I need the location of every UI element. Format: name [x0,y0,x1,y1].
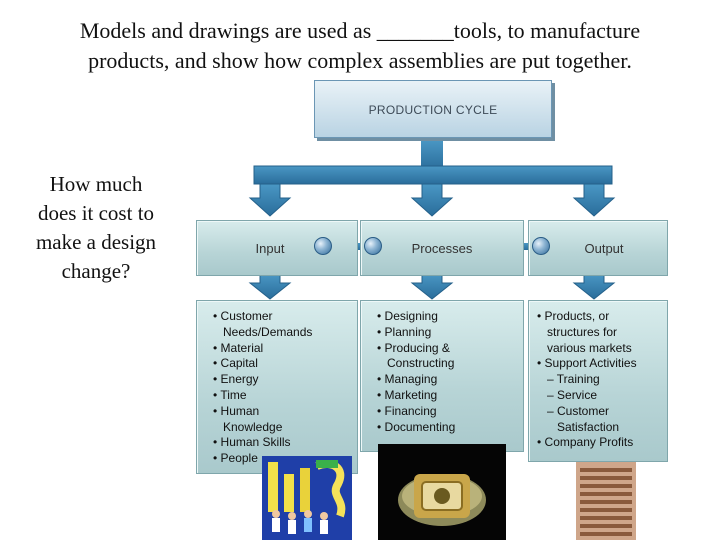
list-item: – Service [537,387,598,402]
output-header-box: Output [528,220,668,276]
arrow-to-output [572,183,616,217]
list-item: Knowledge [213,419,283,434]
output-header-label: Output [584,241,624,256]
list-item: • Support Activities [537,356,637,371]
production-cycle-label: PRODUCTION CYCLE [368,103,498,117]
list-item: • Producing & [377,340,450,355]
list-item: Constructing [377,356,455,371]
list-item: • Company Profits [537,435,634,450]
connector-node-1 [314,237,332,255]
list-item: – Training [537,372,600,387]
list-item: • Planning [377,324,432,339]
connector-node-2 [364,237,382,255]
arrow-processes-list [410,273,454,300]
list-item: • Documenting [377,419,456,434]
money-watch-photo [378,444,506,540]
list-item: • Managing [377,372,438,387]
connector-node-3 [532,237,550,255]
input-header-label: Input [255,241,285,256]
list-item: • Customer [213,309,273,323]
input-list: • Customer Needs/Demands • Material • Ca… [213,309,357,467]
list-item: • Products, or [537,309,610,323]
money-stack-photo [576,462,636,540]
arrow-output-list [572,273,616,300]
input-header-box: Input [196,220,358,276]
list-item: • People [213,451,258,466]
list-item: Needs/Demands [213,324,313,339]
production-cycle-box: PRODUCTION CYCLE [314,80,552,138]
people-chart-clipart [262,456,352,540]
slide-title-line-2: products, and show how complex assemblie… [88,48,632,73]
list-item: • Human Skills [213,435,291,450]
processes-header-label: Processes [411,241,473,256]
arrow-input-list [248,273,292,300]
list-item: • Designing [377,309,438,323]
arrow-to-processes [410,183,454,217]
stem-arrow [421,140,443,170]
list-item: various markets [537,340,632,355]
question-text: How much does it cost to make a design c… [35,172,157,283]
list-item: – Customer [537,403,610,418]
list-item: • Marketing [377,387,438,402]
output-list: • Products, or structures for various ma… [537,309,667,451]
slide-title: Models and drawings are used as _______t… [30,16,690,76]
list-item: Satisfaction [537,419,620,434]
processes-header-box: Processes [360,220,524,276]
list-item: structures for [537,324,618,339]
list-item: • Material [213,340,264,355]
input-list-box: • Customer Needs/Demands • Material • Ca… [196,300,358,474]
list-item: • Capital [213,356,258,371]
processes-list-box: • Designing • Planning • Producing & Con… [360,300,524,452]
processes-list: • Designing • Planning • Producing & Con… [377,309,523,435]
list-item: • Human [213,403,260,418]
slide-title-line-1: Models and drawings are used as _______t… [79,18,641,43]
output-list-box: • Products, or structures for various ma… [528,300,668,462]
list-item: • Financing [377,403,437,418]
list-item: • Time [213,387,247,402]
arrow-to-input [248,183,292,217]
branch-bar [253,165,613,185]
list-item: • Energy [213,372,259,387]
